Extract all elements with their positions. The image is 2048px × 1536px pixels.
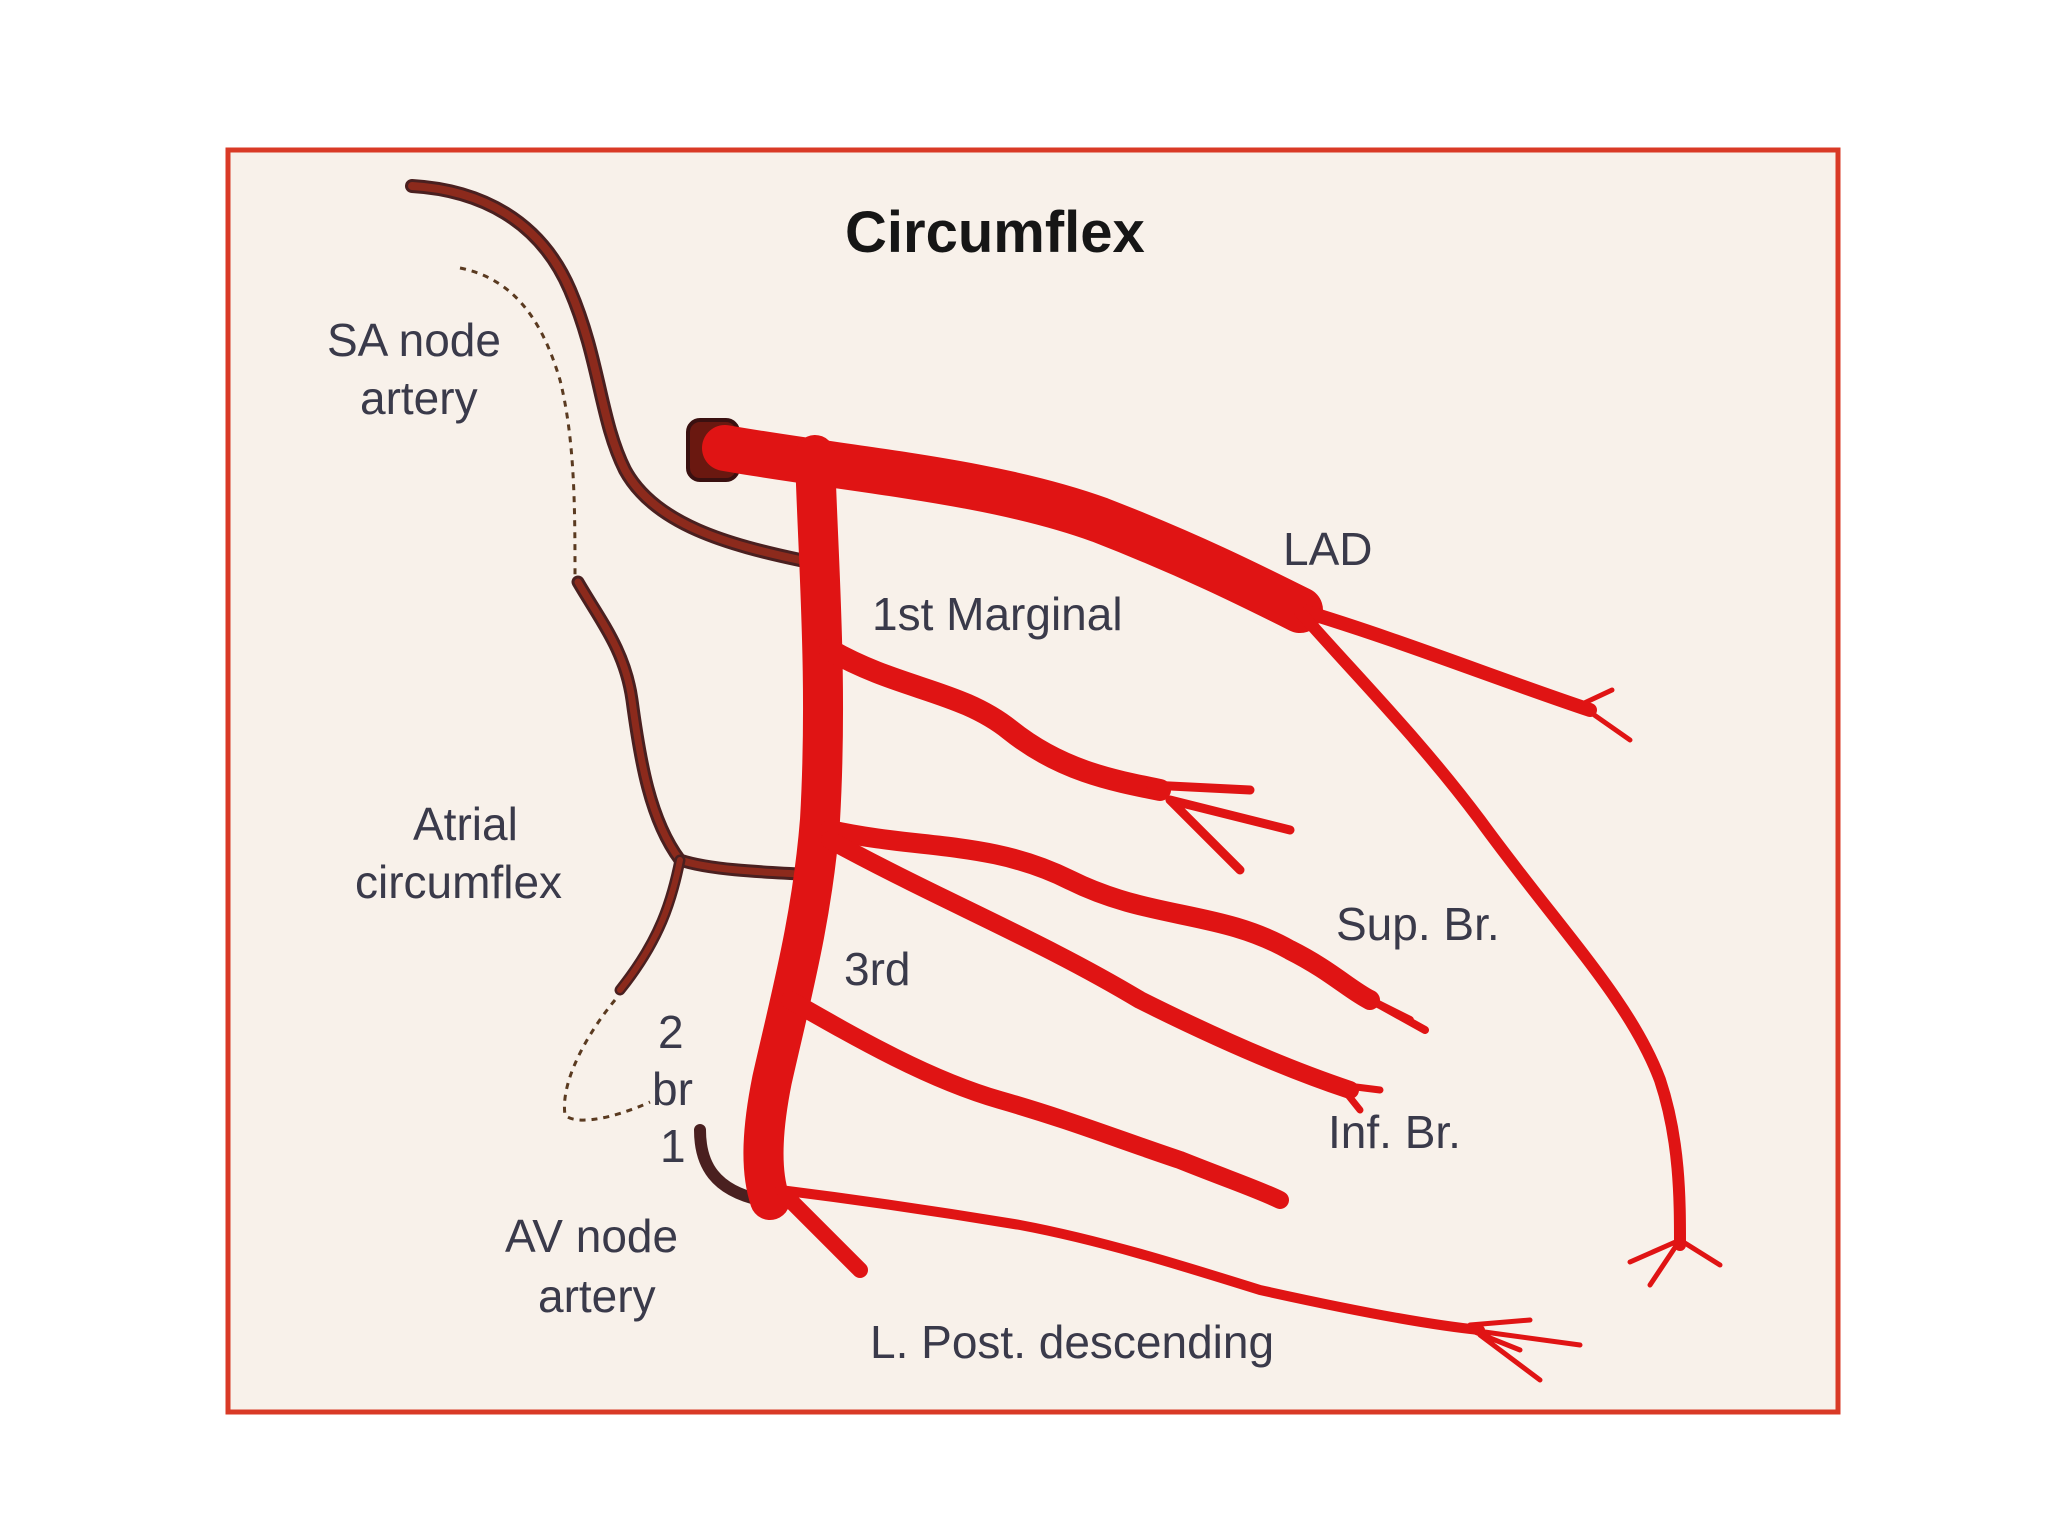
label-two: 2 [658,1006,684,1058]
label-br: br [652,1063,693,1115]
diagram-title: Circumflex [845,200,1145,265]
third-marginal-branch [781,991,1289,1209]
label-one: 1 [660,1120,686,1172]
label-sup-br: Sup. Br. [1336,898,1500,950]
av-lower-branch [782,1192,868,1278]
label-inf-br: Inf. Br. [1328,1106,1461,1158]
label-l-post-descending: L. Post. descending [870,1316,1274,1368]
label-sa-node-line1: SA node [327,314,501,366]
first-marginal-branch [819,639,1171,801]
l-post-descending-vessel [775,1185,1485,1335]
label-av-node-line2: artery [538,1270,656,1322]
label-third: 3rd [844,943,910,995]
label-atrial-line1: Atrial [413,798,518,850]
inferior-branch [821,831,1359,1099]
label-lad: LAD [1283,523,1372,575]
label-first-marginal: 1st Marginal [872,588,1123,640]
diagram-frame [225,147,1841,1415]
lad-descending-vessel [1294,606,1686,1251]
label-atrial-line2: circumflex [355,856,562,908]
av-node-artery-vessel [694,1124,766,1206]
superior-branch [820,820,1380,1010]
label-sa-node-line2: artery [360,372,478,424]
sa-node-artery-dotted-vessel [459,266,577,581]
circumflex-main-trunk [743,435,844,1220]
label-av-node-line1: AV node [505,1210,678,1262]
